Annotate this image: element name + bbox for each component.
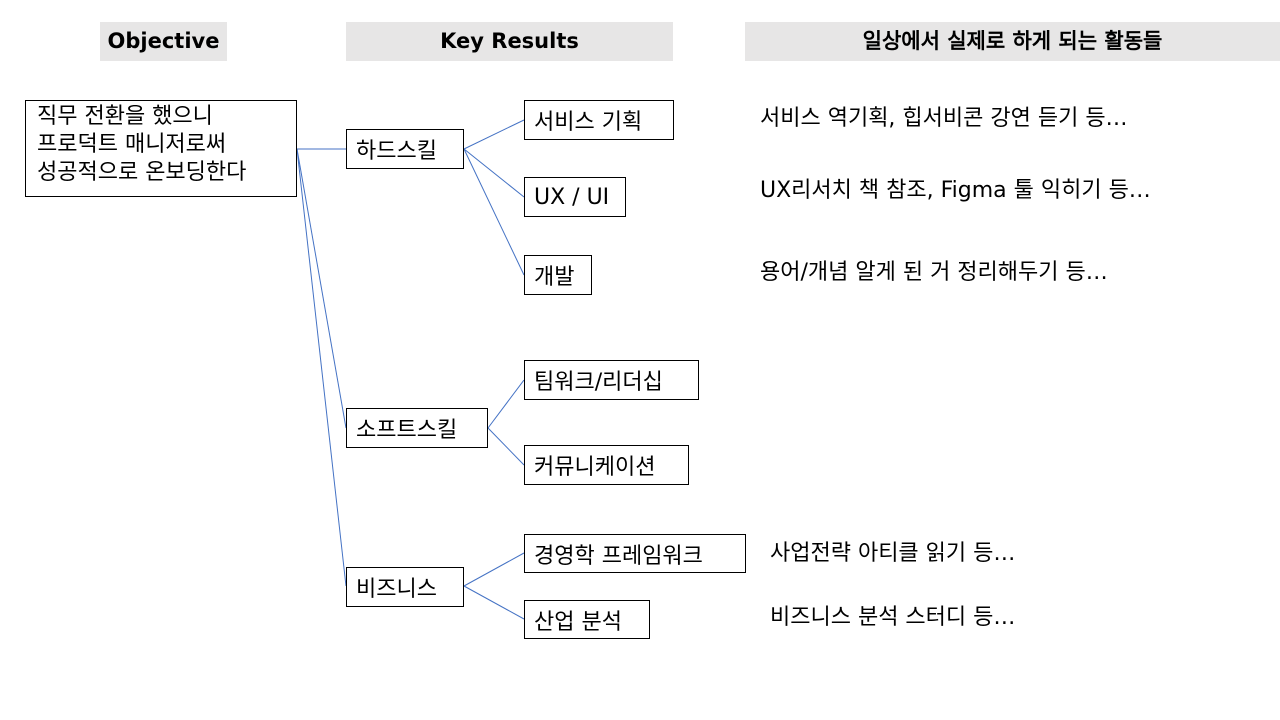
- header-activities: 일상에서 실제로 하게 되는 활동들: [745, 22, 1280, 61]
- objective-line-1: 직무 전환을 했으니: [37, 104, 213, 129]
- item-industry-analysis: 산업 분석: [524, 600, 650, 639]
- activity-ux-ui: UX리서치 책 참조, Figma 툴 익히기 등…: [760, 178, 1151, 203]
- item-ux-ui: UX / UI: [524, 177, 626, 217]
- connector-hardskill-service: [463, 119, 525, 150]
- objective-line-3: 성공적으로 온보딩한다: [37, 160, 247, 185]
- activity-business-framework: 사업전략 아티클 읽기 등…: [770, 541, 1016, 566]
- activity-development: 용어/개념 알게 된 거 정리해두기 등…: [760, 260, 1108, 285]
- activity-service-planning: 서비스 역기획, 힙서비콘 강연 듣기 등…: [760, 106, 1128, 131]
- connector-business-framework: [463, 552, 525, 587]
- item-service-planning: 서비스 기획: [524, 100, 674, 140]
- connector-hardskill-uxui: [463, 148, 525, 198]
- objective-line-2: 프로덕트 매니저로써: [37, 132, 227, 157]
- connector-objective-business: [296, 148, 347, 587]
- connector-softskill-teamwork: [487, 379, 525, 429]
- kr-hardskill-box: 하드스킬: [346, 129, 464, 169]
- item-communication: 커뮤니케이션: [524, 445, 689, 485]
- connector-softskill-communication: [487, 427, 525, 466]
- activity-industry-analysis: 비즈니스 분석 스터디 등…: [770, 605, 1016, 630]
- item-development: 개발: [524, 255, 592, 295]
- connector-hardskill-dev: [463, 148, 525, 276]
- header-objective: Objective: [100, 22, 227, 61]
- kr-business-box: 비즈니스: [346, 567, 464, 607]
- connector-objective-softskill: [296, 148, 347, 429]
- kr-softskill-box: 소프트스킬: [346, 408, 488, 448]
- item-teamwork-leadership: 팀워크/리더십: [524, 360, 699, 400]
- connector-business-industry: [463, 585, 525, 620]
- header-key-results: Key Results: [346, 22, 673, 61]
- objective-box: 직무 전환을 했으니 프로덕트 매니저로써 성공적으로 온보딩한다: [25, 100, 297, 197]
- item-business-framework: 경영학 프레임워크: [524, 534, 746, 573]
